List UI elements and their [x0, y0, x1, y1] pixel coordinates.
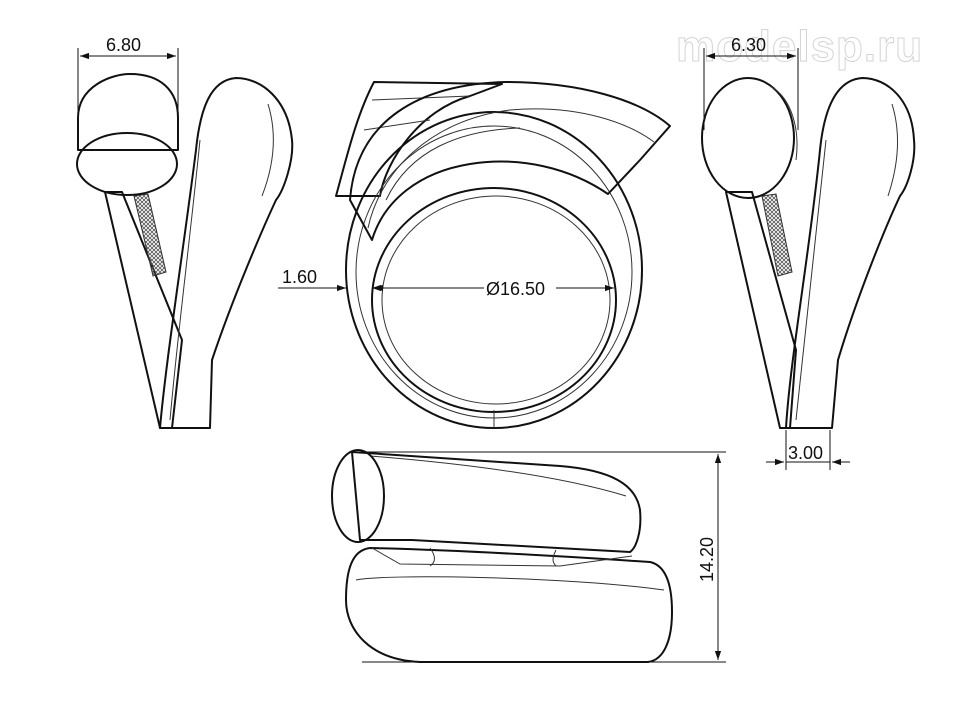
- right-side-view: [701, 77, 916, 429]
- front-top-band: [349, 81, 671, 241]
- right-rear-band: [785, 77, 916, 429]
- dim-label-front-width: 6.80: [106, 35, 141, 55]
- bottom-view: [331, 449, 673, 663]
- bottom-lower-band: [345, 547, 673, 663]
- front-view: [335, 81, 671, 429]
- left-rear-band: [159, 77, 294, 429]
- dim-label-shank-width: 3.00: [788, 443, 823, 463]
- left-front-arm: [104, 191, 183, 429]
- dim-label-side-width: 6.30: [731, 35, 766, 55]
- dim-band-thickness: 1.60: [278, 267, 396, 292]
- dim-height: 14.20: [360, 451, 726, 663]
- right-head-face: [701, 77, 795, 199]
- left-head-face: [76, 132, 178, 196]
- front-outer-ring: [345, 111, 643, 429]
- bottom-band-end: [331, 449, 385, 543]
- dim-label-height: 14.20: [697, 537, 717, 582]
- front-inner-bore: [371, 187, 617, 413]
- watermark: modelsp.ru: [675, 22, 924, 72]
- right-front-arm: [725, 191, 797, 429]
- dim-inner-diameter: Ø16.50: [374, 279, 614, 299]
- dim-side-width: 6.30: [703, 35, 799, 130]
- left-pave-strip: [133, 193, 167, 277]
- dim-front-width: 6.80: [77, 35, 179, 150]
- dim-label-inner-diameter: Ø16.50: [486, 279, 545, 299]
- right-pave-strip: [761, 193, 793, 277]
- bottom-upper-band: [351, 451, 642, 553]
- dim-label-band-thickness: 1.60: [282, 267, 317, 287]
- left-head-body: [77, 73, 179, 151]
- dim-shank-width: 3.00: [766, 430, 850, 470]
- left-side-view: [76, 73, 294, 429]
